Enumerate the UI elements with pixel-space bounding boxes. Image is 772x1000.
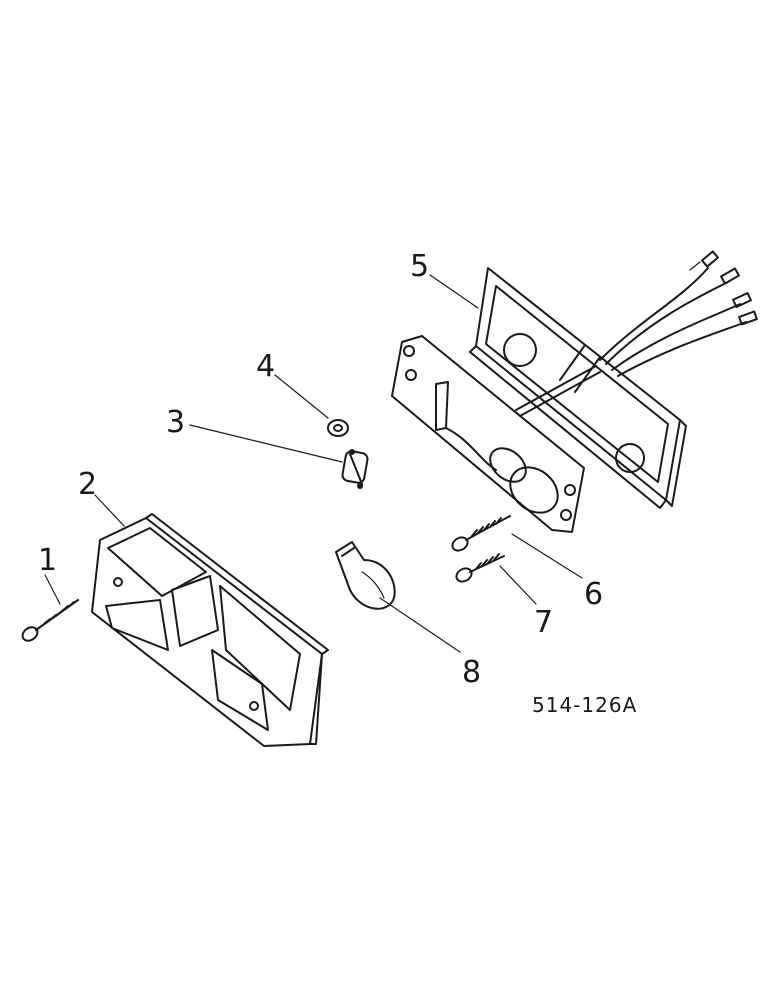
callout-4: 4 <box>256 349 275 384</box>
screw-part-1 <box>21 599 79 642</box>
drawing-reference-code: 514-126A <box>532 693 637 717</box>
screw-part-6 <box>451 515 511 552</box>
callout-3: 3 <box>166 405 185 440</box>
mounting-plate <box>391 335 601 533</box>
leader-lines <box>44 274 583 653</box>
wire-harness <box>599 250 758 377</box>
small-bulb-part-3 <box>341 449 369 489</box>
lens-part-2 <box>91 513 329 747</box>
callout-6: 6 <box>584 577 603 612</box>
callout-1: 1 <box>38 543 57 578</box>
callout-7: 7 <box>534 605 553 640</box>
nut-part-4 <box>327 419 349 437</box>
callout-8: 8 <box>462 655 481 690</box>
bulb-part-8 <box>335 541 396 610</box>
screw-part-7 <box>455 553 505 583</box>
callout-2: 2 <box>78 467 97 502</box>
callout-5: 5 <box>410 249 429 284</box>
housing-part-5 <box>469 267 687 509</box>
